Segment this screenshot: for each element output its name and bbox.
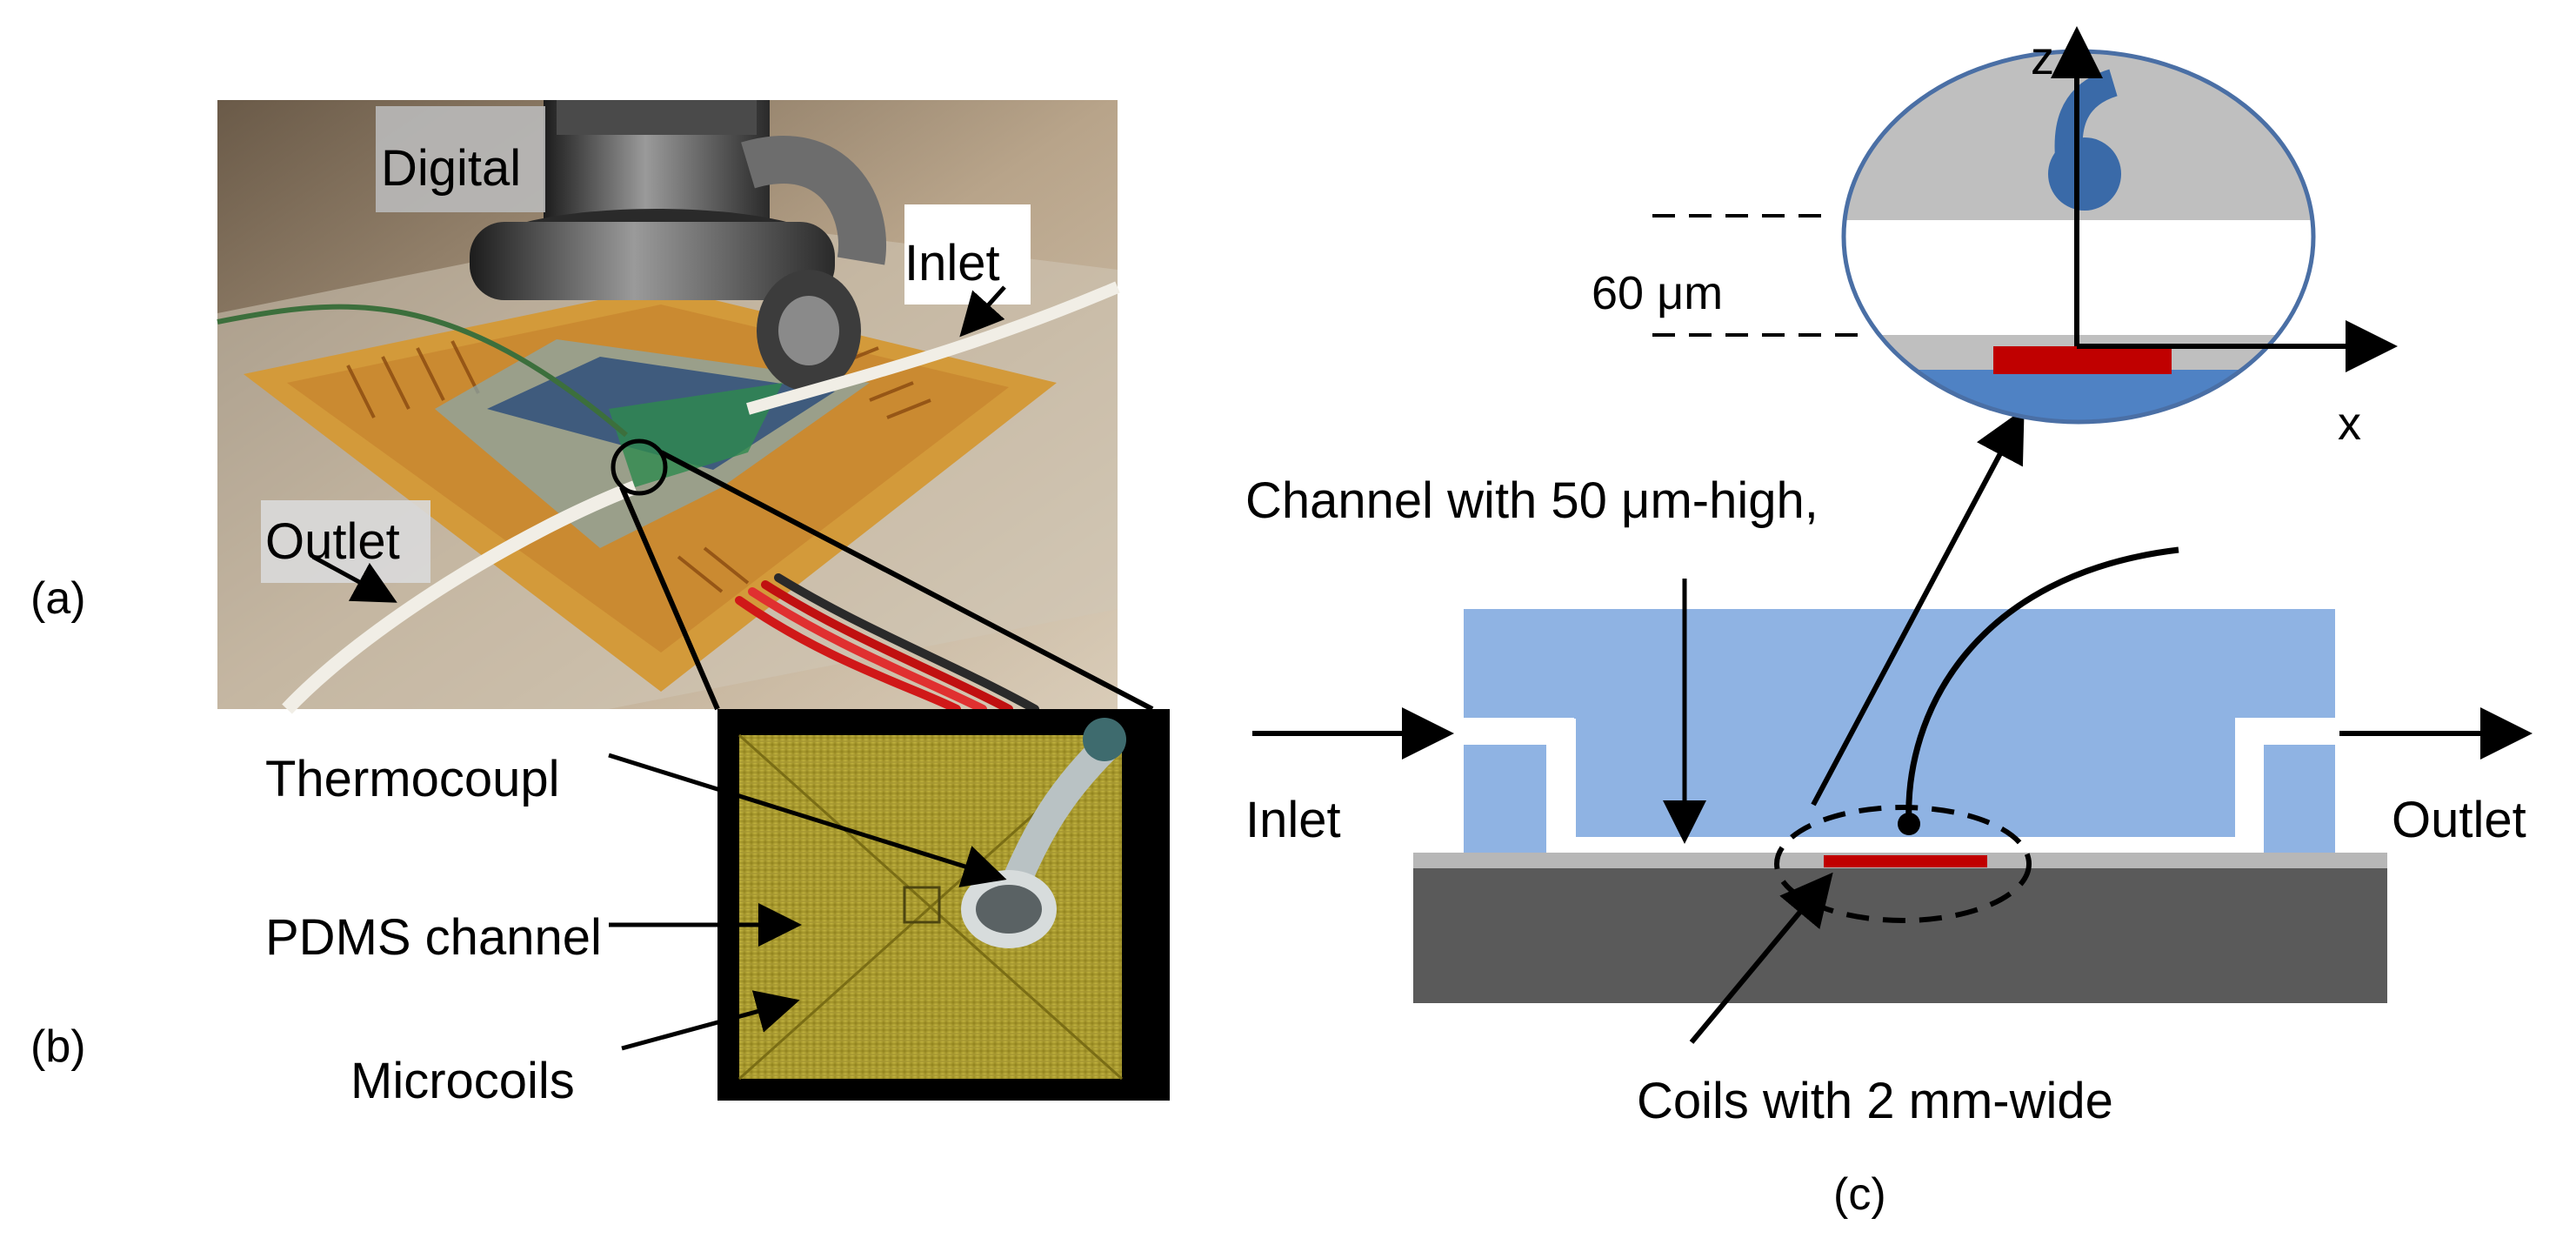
pdms-channel-block — [1464, 609, 2335, 844]
microcoils-label: Microcoils — [350, 1053, 575, 1109]
panel-label-b: (b) — [30, 1021, 86, 1072]
zoom-circle — [611, 438, 668, 496]
inset-coil — [1993, 346, 2172, 374]
outlet-tube — [282, 480, 637, 714]
microcoils-arrow — [621, 990, 800, 1051]
inlet-label-bg — [904, 204, 1031, 305]
photo-outlet-arrow — [311, 554, 397, 603]
thermocouple-arrow — [608, 753, 1007, 887]
fluid-channel — [1464, 719, 2335, 853]
gap-label: 60 μm — [1592, 267, 1723, 319]
schematic-inlet-label: Inlet — [1245, 792, 1341, 848]
zoom-ellipse — [1774, 805, 2032, 923]
silicon-substrate — [1413, 866, 2387, 1003]
photo-outlet-label: Outlet — [265, 513, 400, 570]
z-axis-label: z — [2031, 32, 2054, 84]
inlet-tube — [746, 281, 1120, 415]
zoom-line-right — [659, 450, 1154, 712]
zoom-line-left — [619, 485, 720, 711]
panel-label-a: (a) — [30, 573, 86, 624]
thermocouple-wire — [1905, 546, 2179, 823]
zoom-arrow — [1811, 408, 2025, 807]
inset-thermocouple-bead — [2048, 137, 2121, 211]
channel-height-label: Channel with 50 μm-high, — [1245, 472, 1819, 529]
digital-label: Digital — [381, 140, 521, 197]
schematic-outlet-label: Outlet — [2392, 792, 2526, 848]
x-axis-label: x — [2338, 398, 2361, 450]
coils — [1824, 855, 1987, 867]
photo-microcoil-chip — [717, 709, 1170, 1101]
panel-label-c: (c) — [1833, 1169, 1886, 1220]
coils-width-label: Coils with 2 mm-wide — [1637, 1073, 2113, 1129]
photo-inlet-label: Inlet — [904, 235, 1000, 291]
outlet-label-bg — [261, 500, 430, 583]
coils-arrow — [1689, 872, 1833, 1044]
photo-setup — [217, 100, 1120, 714]
pdms-channel-label: PDMS channel — [265, 909, 602, 966]
digital-label-bg — [376, 106, 545, 212]
photo-inlet-arrow — [959, 285, 1006, 338]
thermocouple-tip — [1898, 813, 1920, 835]
thermocouple-label: Thermocoupl — [265, 751, 559, 807]
